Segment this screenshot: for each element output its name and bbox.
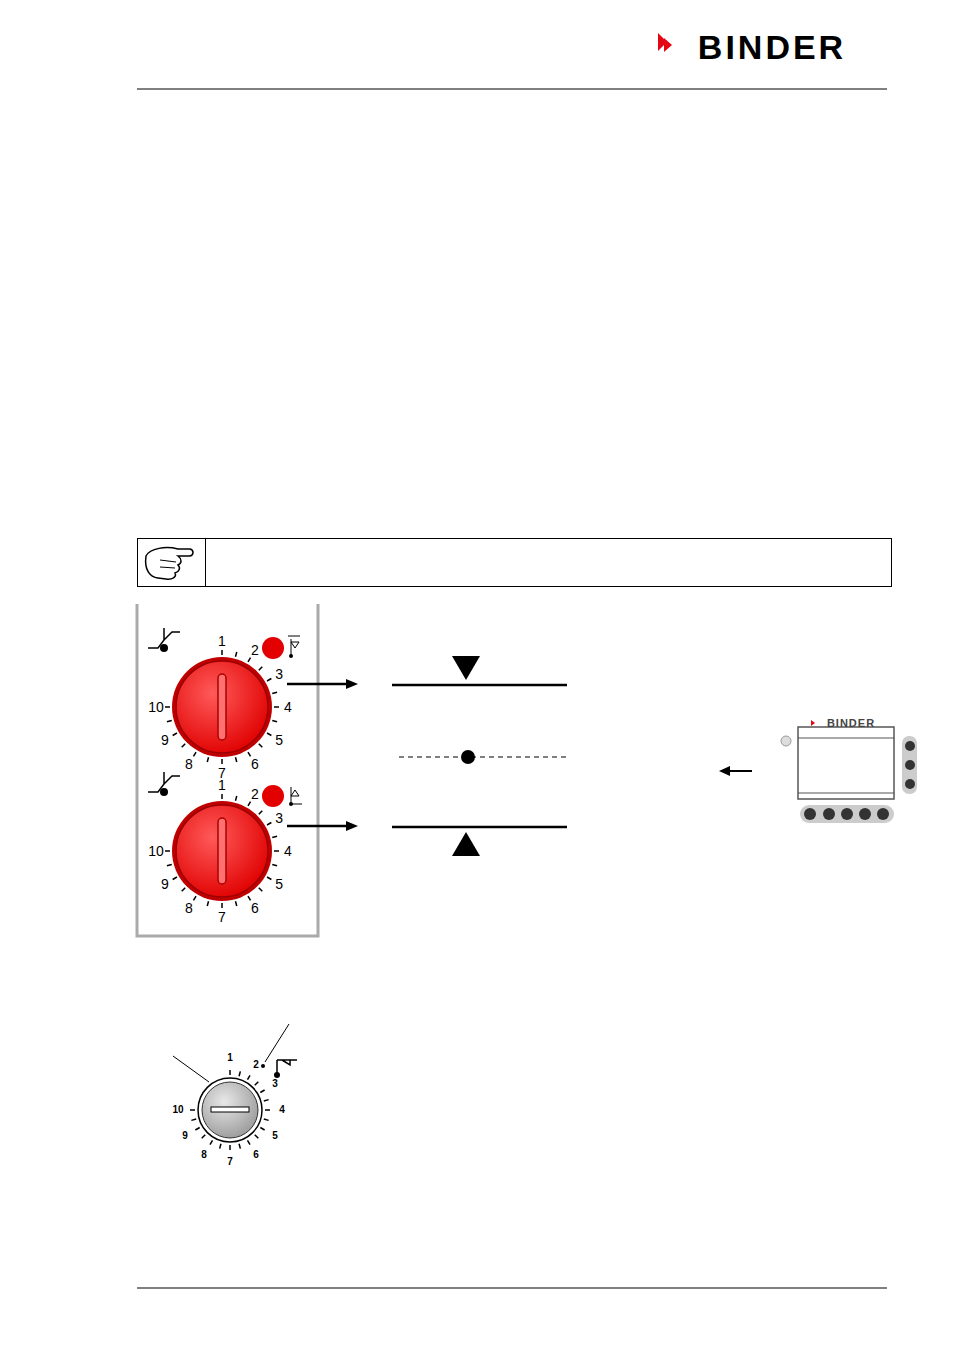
dial-scale-number: 8 (185, 901, 193, 915)
scale-tick (239, 1071, 240, 1076)
scale-tick (239, 1144, 240, 1149)
scale-tick (248, 802, 251, 806)
dial-scale-number: 4 (284, 700, 292, 714)
scale-tick (195, 1128, 199, 1131)
scale-tick (260, 1128, 264, 1131)
dial-scale-number: 1 (227, 1053, 233, 1063)
scale-tick (259, 744, 263, 748)
dial-scale-number: 2 (253, 1060, 259, 1070)
scale-tick (221, 903, 223, 908)
scale-tick (259, 667, 263, 671)
dial-scale-number: 2 (251, 643, 259, 657)
scale-tick (267, 877, 271, 880)
scale-tick (235, 757, 236, 762)
scale-tick (255, 1082, 259, 1086)
scale-tick (235, 901, 236, 906)
scale-tick (267, 823, 271, 826)
scale-tick (274, 706, 279, 708)
dial-scale-number: 8 (185, 757, 193, 771)
scale-tick (265, 1109, 270, 1111)
dial-scale-number: 4 (279, 1105, 285, 1115)
scale-tick (259, 888, 263, 892)
scale-tick (260, 1090, 264, 1093)
scale-tick (221, 759, 223, 764)
scale-tick (272, 692, 277, 693)
dial-scale-number: 3 (275, 811, 283, 825)
dial-scale-number: 4 (284, 844, 292, 858)
dial-scale-number: 6 (253, 1150, 259, 1160)
scale-tick (173, 877, 177, 880)
controller-logo: BINDER (827, 718, 875, 729)
scale-tick (207, 757, 208, 762)
scale-tick (272, 836, 277, 837)
scale-tick (194, 752, 197, 756)
scale-tick (221, 794, 223, 799)
dial-scale-number: 2 (251, 787, 259, 801)
dial-scale-number: 7 (218, 910, 226, 924)
scale-tick (248, 1075, 251, 1079)
scale-tick (264, 1119, 269, 1120)
scale-tick (220, 1144, 221, 1149)
scale-tick (235, 796, 236, 801)
dial-scale-number: 3 (272, 1079, 278, 1089)
scale-tick (182, 888, 186, 892)
scale-tick (202, 1135, 206, 1139)
dial-scale-number: 10 (148, 700, 164, 714)
dial-scale-number: 9 (161, 877, 169, 891)
dial-scale-number: 9 (161, 733, 169, 747)
dial-scale-number: 6 (251, 901, 259, 915)
scale-tick (182, 744, 186, 748)
scale-tick (235, 652, 236, 657)
brand-logo: BINDER (698, 30, 846, 64)
dial-scale-number: 3 (275, 667, 283, 681)
scale-tick (248, 658, 251, 662)
scale-tick (191, 1119, 196, 1120)
scale-tick (248, 896, 251, 900)
scale-tick (221, 650, 223, 655)
scale-tick (207, 901, 208, 906)
dial-scale-number: 10 (148, 844, 164, 858)
scale-tick (229, 1145, 231, 1150)
scale-tick (167, 720, 172, 721)
scale-tick (272, 864, 277, 865)
dial-scale-number: 7 (227, 1157, 233, 1167)
scale-tick (272, 720, 277, 721)
dial-scale-number: 6 (251, 757, 259, 771)
dial-scale-number: 1 (218, 778, 226, 792)
scale-tick (259, 811, 263, 815)
dial-scale-number: 5 (275, 733, 283, 747)
dial-scale-number: 10 (172, 1105, 183, 1115)
dial-scale-number: 8 (201, 1150, 207, 1160)
dial-scale-number: 1 (218, 634, 226, 648)
scale-tick (167, 864, 172, 865)
scale-tick (165, 850, 170, 852)
dial-scale-number: 5 (275, 877, 283, 891)
scale-tick (264, 1100, 269, 1101)
scale-tick (267, 733, 271, 736)
scale-tick (267, 679, 271, 682)
dial-scale-number: 5 (272, 1131, 278, 1141)
dial-scale-number: 9 (182, 1131, 188, 1141)
scale-tick (190, 1109, 195, 1111)
scale-tick (210, 1140, 213, 1144)
scale-tick (248, 1140, 251, 1144)
scale-tick (194, 896, 197, 900)
scale-tick (229, 1070, 231, 1075)
scale-tick (248, 752, 251, 756)
scale-tick (274, 850, 279, 852)
scale-tick (255, 1135, 259, 1139)
scale-tick (173, 733, 177, 736)
scale-tick (165, 706, 170, 708)
